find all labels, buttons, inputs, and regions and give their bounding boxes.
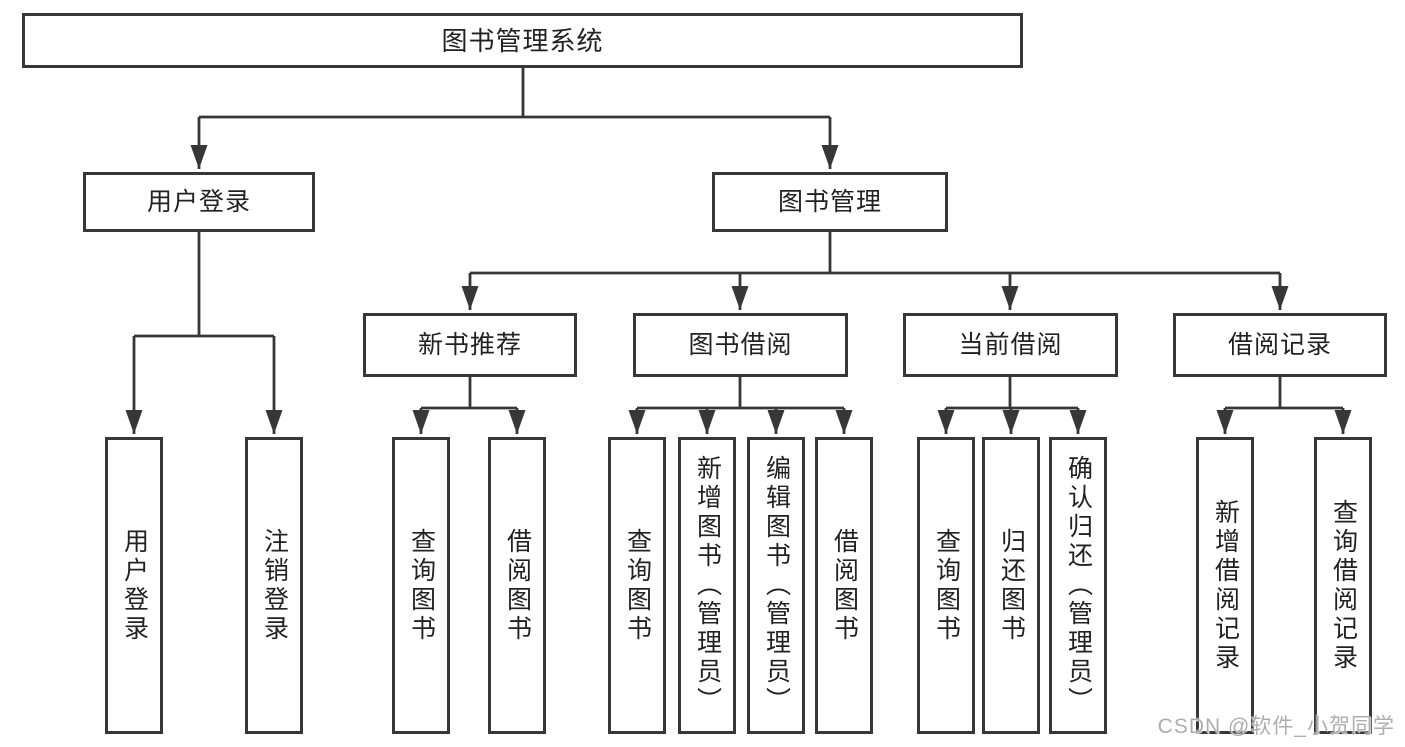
- node-user-login: 用户登录: [83, 172, 315, 232]
- node-new-book-recommendation: 新书推荐: [363, 313, 577, 377]
- leaf-label: 用户登录: [120, 527, 149, 644]
- leaf-label: 注销登录: [260, 527, 289, 644]
- node-label: 图书管理系统: [441, 25, 604, 56]
- leaf-confirm-return-admin: 确认归还（管理员）: [1049, 437, 1107, 734]
- node-label: 当前借阅: [958, 330, 1063, 359]
- connector-current-borrowing: [937, 377, 1087, 434]
- leaf-borrow-books-recommend: 借阅图书: [488, 437, 546, 734]
- leaf-return-books: 归还图书: [982, 437, 1040, 734]
- connector-borrowing-records: [1216, 377, 1352, 434]
- leaf-label: 查询图书: [623, 527, 652, 644]
- leaf-query-books-recommend: 查询图书: [392, 437, 450, 734]
- leaf-query-books-borrowing: 查询图书: [608, 437, 666, 734]
- node-label: 用户登录: [146, 187, 251, 216]
- leaf-add-borrow-record: 新增借阅记录: [1196, 437, 1254, 734]
- leaf-user-login: 用户登录: [105, 437, 163, 734]
- leaf-label: 查询图书: [407, 527, 436, 644]
- leaf-logout: 注销登录: [245, 437, 303, 734]
- node-label: 图书借阅: [688, 330, 793, 359]
- node-label: 图书管理: [777, 187, 882, 216]
- leaf-label: 查询借阅记录: [1329, 498, 1358, 673]
- connector-user-login-to-leaves: [125, 232, 283, 434]
- leaf-borrow-books-borrowing: 借阅图书: [815, 437, 873, 734]
- leaf-label: 新增图书（管理员）: [693, 455, 722, 716]
- leaf-label: 借阅图书: [830, 527, 859, 644]
- leaf-label: 查询图书: [932, 527, 961, 644]
- node-current-borrowing: 当前借阅: [903, 313, 1118, 377]
- leaf-label: 归还图书: [997, 527, 1026, 644]
- connector-new-book-recommendation: [412, 377, 526, 434]
- node-label: 新书推荐: [417, 330, 522, 359]
- node-book-management: 图书管理: [712, 172, 948, 232]
- connector-root-to-level2: [190, 68, 839, 169]
- leaf-add-book-admin: 新增图书（管理员）: [678, 437, 736, 734]
- connector-book-borrowing: [628, 377, 853, 434]
- leaf-label: 借阅图书: [503, 527, 532, 644]
- node-borrowing-records: 借阅记录: [1173, 313, 1387, 377]
- leaf-query-borrow-record: 查询借阅记录: [1314, 437, 1372, 734]
- leaf-query-books-current: 查询图书: [917, 437, 975, 734]
- leaf-label: 新增借阅记录: [1211, 498, 1240, 673]
- leaf-label: 编辑图书（管理员）: [762, 455, 791, 716]
- csdn-watermark: CSDN @软件_小贺同学: [1157, 715, 1395, 738]
- node-library-management-system: 图书管理系统: [22, 13, 1023, 68]
- leaf-label: 确认归还（管理员）: [1064, 455, 1093, 716]
- node-label: 借阅记录: [1227, 330, 1332, 359]
- node-book-borrowing: 图书借阅: [633, 313, 848, 377]
- connector-book-management-to-modules: [461, 232, 1289, 310]
- leaf-edit-book-admin: 编辑图书（管理员）: [747, 437, 805, 734]
